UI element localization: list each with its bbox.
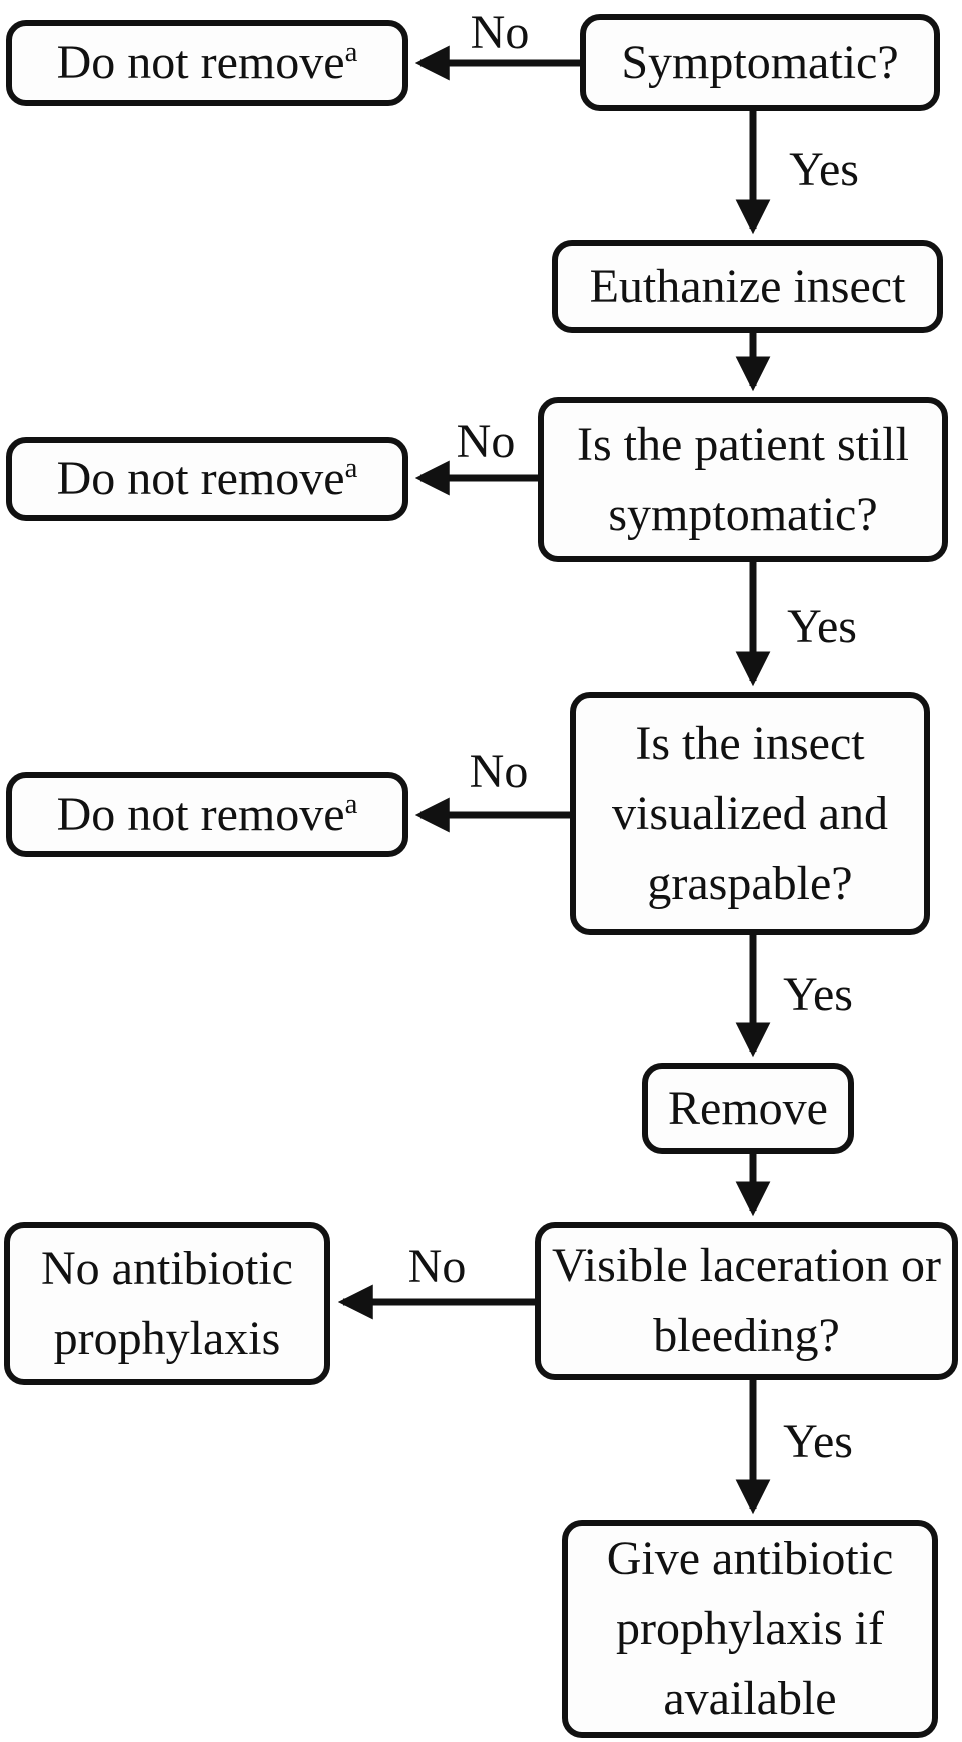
node-no-antibiotic-prophylaxis-label: No antibiotic prophylaxis [41,1241,293,1365]
node-do-not-remove-1: Do not removea [6,20,408,106]
node-give-antibiotic-prophylaxis: Give antibiotic prophylaxis if available [562,1520,938,1738]
node-visible-laceration-bleeding: Visible laceration or bleeding? [535,1222,958,1380]
node-remove: Remove [642,1063,854,1154]
edge-label-yes-insect-visualized: Yes [783,968,853,1021]
edge-label-no-insect-visualized: No [469,745,529,798]
node-do-not-remove-3-label: Do not removea [56,787,358,841]
edge-label-yes-patient-still: Yes [787,600,857,653]
node-do-not-remove-2: Do not removea [6,437,408,521]
node-euthanize-insect-label: Euthanize insect [589,259,906,313]
edge-label-no-patient-still: No [456,415,516,468]
footnote-marker-a: a [344,452,358,484]
node-remove-label: Remove [668,1081,828,1135]
node-do-not-remove-3: Do not removea [6,772,408,857]
node-insect-visualized-graspable-label: Is the insect visualized and graspable? [612,716,888,910]
edge-label-yes-visible-laceration: Yes [783,1415,853,1468]
node-insect-visualized-graspable: Is the insect visualized and graspable? [570,692,930,935]
footnote-marker-a: a [344,787,358,820]
edge-label-no-symptomatic: No [470,6,530,59]
node-symptomatic: Symptomatic? [580,14,940,111]
node-do-not-remove-2-label: Do not removea [56,452,358,505]
node-patient-still-symptomatic-label: Is the patient still symptomatic? [577,417,909,541]
node-no-antibiotic-prophylaxis: No antibiotic prophylaxis [4,1222,330,1385]
footnote-marker-a: a [344,36,358,68]
node-give-antibiotic-prophylaxis-label: Give antibiotic prophylaxis if available [606,1532,894,1725]
node-visible-laceration-bleeding-label: Visible laceration or bleeding? [552,1239,941,1362]
edge-label-no-visible-laceration: No [407,1240,467,1293]
node-patient-still-symptomatic: Is the patient still symptomatic? [538,397,948,562]
node-symptomatic-label: Symptomatic? [621,35,899,89]
node-do-not-remove-1-label: Do not removea [56,36,358,89]
edge-label-yes-symptomatic: Yes [789,143,859,196]
node-euthanize-insect: Euthanize insect [552,240,943,333]
